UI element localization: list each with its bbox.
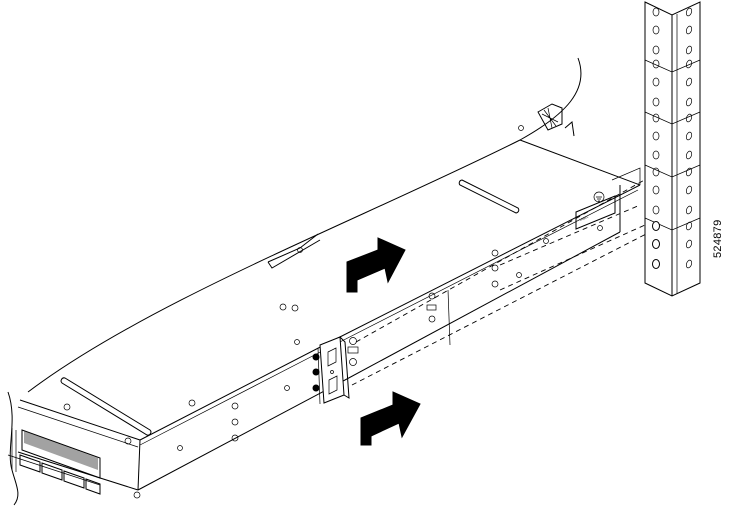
direction-arrow-upper — [346, 237, 406, 293]
svg-text:LABEL: LABEL — [579, 215, 589, 222]
direction-arrow-icon — [360, 391, 421, 446]
direction-arrow-lower — [360, 391, 421, 446]
front-grille — [11, 428, 101, 495]
top-slot — [458, 179, 520, 214]
side-screws — [133, 225, 603, 499]
cutaway-curve-left — [7, 391, 19, 506]
direction-arrow-icon — [346, 237, 406, 293]
figure-id-label: 524879 — [712, 219, 724, 258]
rack-post — [644, 1, 701, 297]
cutaway-curve — [27, 57, 582, 393]
rack-holes-right — [685, 7, 693, 269]
rack-holes-left — [652, 7, 660, 269]
rear-fan — [537, 103, 575, 137]
alignment-lines — [351, 177, 651, 386]
mounting-bracket — [312, 336, 359, 404]
chassis: LABEL — [7, 103, 641, 499]
